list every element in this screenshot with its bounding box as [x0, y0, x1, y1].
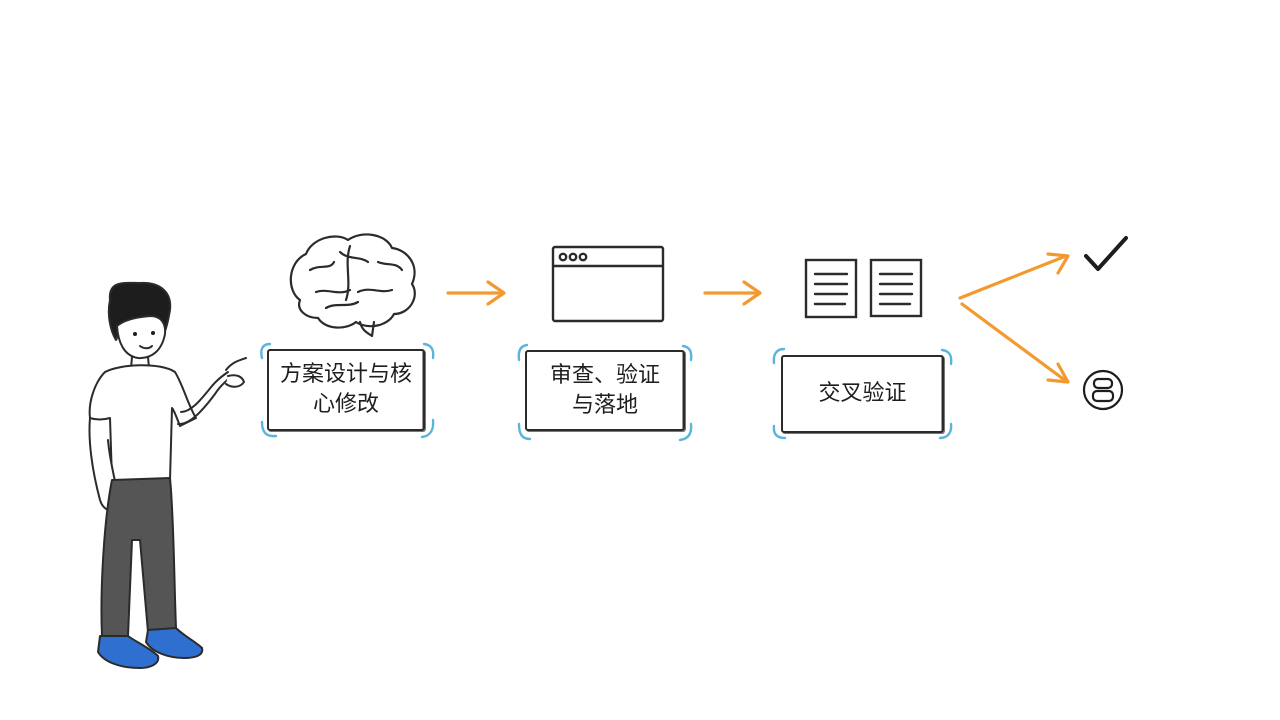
step-box-cross-validation: 交叉验证 — [781, 355, 944, 433]
step-label-cross-validation: 交叉验证 — [812, 379, 912, 409]
person-shoe-left — [97, 635, 160, 669]
arrow-step2-to-step3 — [703, 280, 762, 306]
step-label-design: 方案设计与核 心修改 — [274, 360, 418, 420]
arrow-to-circle — [960, 302, 1070, 384]
arrow-to-check — [958, 252, 1070, 300]
brain-icon — [289, 233, 416, 338]
checkmark-icon — [1084, 236, 1128, 271]
documents-icon — [804, 258, 923, 319]
step-label-line2: 心修改 — [312, 392, 379, 417]
browser-window-icon — [551, 245, 665, 323]
person-pants — [100, 477, 177, 637]
circle-symbol-icon — [1082, 369, 1124, 411]
step-label-line2: 与落地 — [571, 392, 638, 418]
arrow-step1-to-step2 — [446, 280, 506, 306]
step-box-design: 方案设计与核 心修改 — [267, 349, 425, 431]
person-figure — [88, 281, 247, 669]
person-face — [116, 315, 167, 360]
step-label-line1: 交叉验证 — [818, 381, 907, 406]
person-hand — [225, 357, 247, 388]
step-box-review: 审查、验证 与落地 — [525, 350, 685, 431]
flow-arrows — [446, 252, 1070, 384]
step-label-line1: 审查、验证 — [549, 362, 660, 388]
step-label-review: 审查、验证 与落地 — [544, 361, 666, 421]
person-shoe-right — [145, 627, 204, 659]
focus-brackets — [260, 342, 953, 442]
step-label-line1: 方案设计与核 — [279, 362, 412, 387]
